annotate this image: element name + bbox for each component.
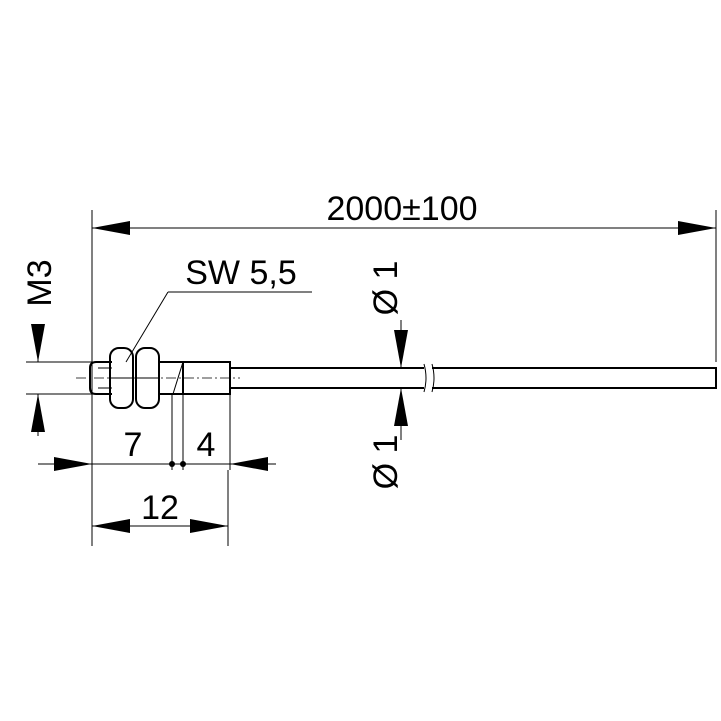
wrench-size-label: SW 5,5 [185, 254, 296, 292]
thread-length-dimension: 7 4 [38, 394, 276, 471]
ferrule [182, 361, 231, 395]
sensor-body [76, 347, 717, 409]
ferrule-length-label: 4 [197, 426, 216, 464]
total-length-dimension: 2000±100 [91, 190, 717, 546]
head-length-label: 12 [141, 489, 179, 527]
head-length-dimension: 12 [92, 470, 229, 546]
total-length-label: 2000±100 [326, 190, 477, 228]
thread-label: M3 [21, 259, 59, 306]
wrench-size-callout: SW 5,5 [125, 254, 312, 363]
fiber-diameter-label-top: Ø 1 [367, 261, 405, 316]
fiber-cable [230, 367, 717, 389]
thread-length-label: 7 [124, 426, 143, 464]
fiber-diameter-label-bottom: Ø 1 [367, 435, 405, 490]
thread-dimension: M3 [21, 259, 112, 436]
fiber-diameter-dimension: Ø 1 Ø 1 [367, 261, 408, 490]
